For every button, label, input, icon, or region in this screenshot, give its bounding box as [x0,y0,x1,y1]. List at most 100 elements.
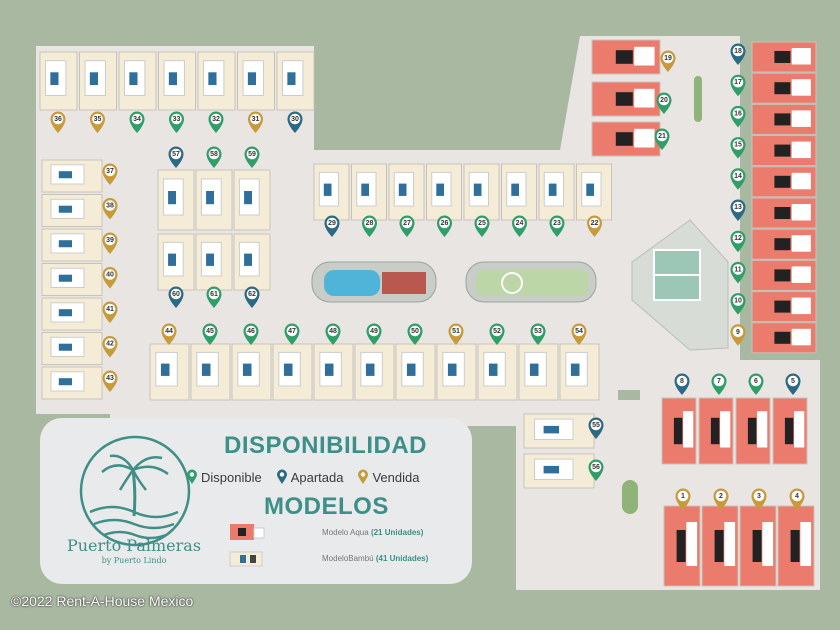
lot-24[interactable]: 24 [501,163,537,237]
lot-53[interactable]: 53 [518,323,559,401]
house-roof [774,82,791,95]
lot-47[interactable]: 47 [272,323,313,401]
lot-10[interactable]: 10 [730,291,817,323]
house-terrace [757,411,768,448]
lot-60[interactable]: 60 [157,233,195,308]
house-window [89,72,98,86]
lot-54[interactable]: 54 [559,323,600,401]
lot-1[interactable]: 1 [663,488,701,587]
lot-19[interactable]: 19 [591,39,676,75]
lot-61[interactable]: 61 [195,233,233,308]
lot-22[interactable]: 22 [576,163,612,237]
lot-21[interactable]: 21 [591,121,670,157]
garden-area [465,261,597,303]
lot-number: 52 [493,328,501,335]
lot-58[interactable]: 58 [195,146,233,231]
lot-55[interactable]: 55 [523,413,604,449]
house-roof [710,417,720,445]
lot-3[interactable]: 3 [739,488,777,587]
lot-8[interactable]: 8 [661,373,697,465]
lot-number: 29 [328,220,336,227]
house-terrace [791,204,811,221]
lot-36[interactable]: 36 [39,51,78,133]
lot-31[interactable]: 31 [237,51,275,133]
lot-number: 21 [658,133,666,140]
lot-12[interactable]: 12 [730,228,817,260]
lot-11[interactable]: 11 [730,259,817,291]
lot-45[interactable]: 45 [190,323,231,401]
lot-6[interactable]: 6 [735,373,771,465]
house-terrace [791,79,811,96]
pool-icon [324,270,380,296]
map-pin-icon [248,111,263,133]
lot-33[interactable]: 33 [158,51,196,133]
lot-32[interactable]: 32 [197,51,236,133]
map-pin-icon [730,324,746,346]
lot-30[interactable]: 30 [276,51,315,133]
model-name: ModeloBambú [322,553,374,563]
lot-9[interactable]: 9 [730,322,817,354]
lot-46[interactable]: 46 [231,323,272,401]
lot-number: 22 [591,220,599,227]
house-terrace [791,172,811,190]
lot-40[interactable]: 40 [41,263,118,296]
map-pin-icon [530,323,546,345]
brand-name: Puerto Palmeras [66,536,202,555]
lot-14[interactable]: 14 [730,166,817,198]
lot-18[interactable]: 18 [730,41,817,73]
house-terrace [686,522,698,566]
lot-13[interactable]: 13 [730,197,817,229]
lot-52[interactable]: 52 [477,323,518,401]
map-pin-icon [512,215,527,237]
lot-28[interactable]: 28 [351,163,387,237]
lot-62[interactable]: 62 [233,233,271,308]
house-window [488,363,498,376]
lot-34[interactable]: 34 [118,51,157,133]
lot-48[interactable]: 48 [313,323,354,401]
lot-15[interactable]: 15 [730,135,817,167]
lot-4[interactable]: 4 [777,488,815,587]
lot-57[interactable]: 57 [157,146,195,231]
house-window [323,183,332,196]
lot-5[interactable]: 5 [772,373,808,465]
lot-20[interactable]: 20 [591,81,672,117]
lot-26[interactable]: 26 [426,163,462,237]
brand-subtitle: by Puerto Lindo [101,556,167,565]
map-pin-icon [730,74,746,97]
map-pin-icon [102,267,118,289]
house-window [58,205,72,213]
map-pin-icon [654,128,670,150]
house-window [529,363,539,376]
lot-17[interactable]: 17 [730,72,817,104]
map-pin-icon [730,230,746,253]
lot-39[interactable]: 39 [41,228,118,262]
lot-29[interactable]: 29 [313,163,350,237]
lot-27[interactable]: 27 [388,163,425,237]
lot-56[interactable]: 56 [523,453,604,489]
lot-51[interactable]: 51 [436,323,477,401]
lot-35[interactable]: 35 [79,51,117,133]
lot-23[interactable]: 23 [538,163,575,237]
house-terrace [634,128,655,148]
lot-number: 2 [719,493,723,500]
legend-disponible: Disponible [186,469,262,485]
map-pin-icon [276,469,287,484]
lot-49[interactable]: 49 [354,323,395,401]
lot-16[interactable]: 16 [730,103,817,135]
lot-42[interactable]: 42 [41,332,118,365]
lot-44[interactable]: 44 [149,323,190,401]
map-pin-icon [711,373,727,395]
house-window [436,183,444,196]
lot-38[interactable]: 38 [41,194,118,227]
lot-2[interactable]: 2 [701,488,739,587]
lot-number: 18 [734,48,742,55]
lot-43[interactable]: 43 [41,366,118,400]
lot-41[interactable]: 41 [41,297,118,331]
lot-37[interactable]: 37 [41,159,118,193]
lot-7[interactable]: 7 [698,373,734,465]
lot-25[interactable]: 25 [463,163,500,237]
map-pin-icon [206,286,222,308]
lot-59[interactable]: 59 [233,146,271,231]
house-window [570,363,580,376]
lot-50[interactable]: 50 [395,323,436,401]
